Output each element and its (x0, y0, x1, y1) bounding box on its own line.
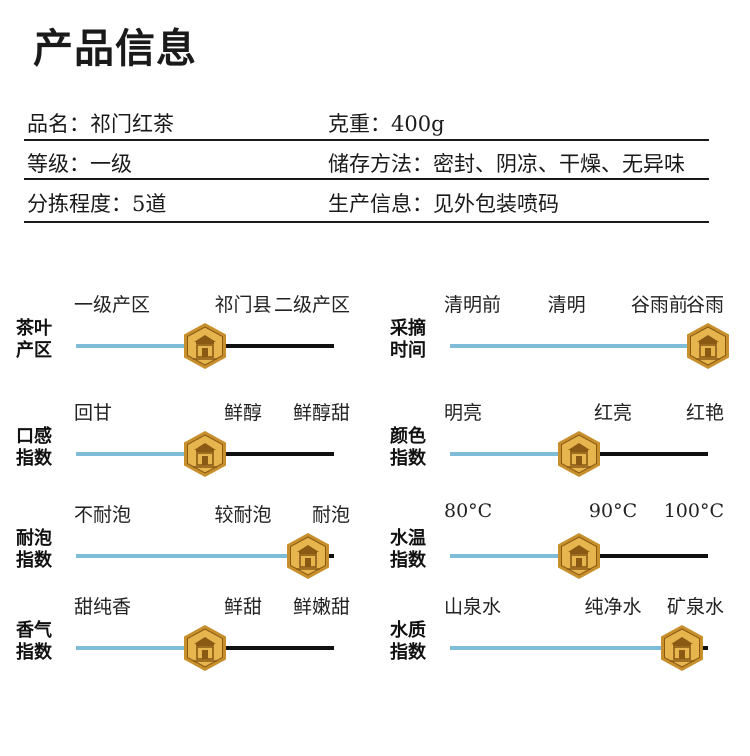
indicator-label: 耐泡指数 (16, 528, 52, 571)
tea-house-hexagon-icon (285, 532, 331, 580)
indicator-7: 香气指数甜纯香 鲜甜 鲜嫩甜 (16, 592, 350, 692)
indicator-track-filled (76, 554, 309, 558)
indicator-option: 鲜甜 (223, 596, 263, 618)
indicator-track-rest (205, 646, 334, 650)
indicator-label: 颜色指数 (390, 426, 426, 469)
indicator-1: 茶叶产区一级产区 祁门县二级产区 (16, 290, 350, 390)
indicator-label: 口感指数 (16, 426, 52, 469)
divider (24, 178, 709, 180)
indicator-track-filled (450, 452, 579, 456)
indicator-8: 水质指数山泉水 纯净水 矿泉水 (390, 592, 724, 692)
production-info: 生产信息：见外包装喷码 (328, 192, 559, 216)
indicator-option: 较耐泡 (214, 504, 272, 526)
indicator-option: 山泉水 (444, 596, 502, 618)
product-name: 品名：祁门红茶 (27, 112, 174, 136)
indicator-option: 纯净水 (584, 596, 642, 618)
info-row-1: 品名：祁门红茶 克重：400g (0, 106, 750, 138)
tea-house-hexagon-icon (556, 430, 602, 478)
product-weight: 克重：400g (328, 112, 445, 136)
indicator-track-rest (205, 452, 334, 456)
indicator-option: 明亮 (444, 402, 483, 424)
indicator-option: 清明前 (444, 294, 502, 316)
indicator-option: 红亮 (593, 402, 633, 424)
indicator-track-filled (450, 646, 683, 650)
indicator-option: 一级产区 (74, 294, 151, 316)
sorting-level: 分拣程度：5道 (27, 192, 167, 216)
indicator-option: 100°C (663, 500, 724, 522)
indicator-option: 80°C (444, 500, 493, 522)
indicator-track-filled (450, 554, 579, 558)
indicator-option: 甜纯香 (74, 596, 132, 618)
indicator-option: 红艳 (685, 402, 724, 424)
indicator-2: 采摘时间清明前 清明 谷雨前谷雨 (390, 290, 729, 390)
indicator-option: 回甘 (74, 402, 113, 424)
indicator-option: 鲜醇甜 (292, 402, 350, 424)
indicator-option: 鲜醇 (223, 402, 263, 424)
indicator-label: 采摘时间 (390, 318, 426, 361)
indicator-track-rest (205, 344, 334, 348)
indicator-5: 耐泡指数不耐泡 较耐泡 耐泡 (16, 500, 350, 600)
tea-house-hexagon-icon (182, 430, 228, 478)
indicator-track-filled (76, 452, 205, 456)
tea-house-hexagon-icon (556, 532, 602, 580)
tea-house-hexagon-icon (182, 322, 228, 370)
tea-house-hexagon-icon (182, 624, 228, 672)
indicator-option: 谷雨前 (630, 294, 688, 316)
divider (24, 139, 709, 141)
indicator-option: 清明 (547, 294, 586, 316)
indicator-option: 谷雨 (685, 294, 724, 316)
indicator-6: 水温指数 80°C 90°C 100°C (390, 500, 724, 600)
indicator-option: 矿泉水 (666, 596, 724, 618)
indicator-track-rest (579, 554, 708, 558)
indicator-option: 不耐泡 (74, 504, 132, 526)
divider (24, 221, 709, 223)
info-row-3: 分拣程度：5道 生产信息：见外包装喷码 (0, 186, 750, 218)
indicator-option: 祁门县 (214, 294, 272, 316)
tea-house-hexagon-icon (685, 322, 731, 370)
indicator-track-filled (450, 344, 708, 348)
indicator-label: 茶叶产区 (16, 318, 52, 361)
indicator-label: 水质指数 (390, 620, 426, 663)
page-title: 产品信息 (33, 25, 197, 72)
indicator-option: 耐泡 (311, 504, 350, 526)
indicator-label: 香气指数 (16, 620, 52, 663)
indicator-option: 二级产区 (273, 294, 350, 316)
indicator-4: 颜色指数明亮 红亮 红艳 (390, 398, 724, 498)
indicator-track-filled (76, 344, 205, 348)
indicator-option: 90°C (588, 500, 638, 522)
indicator-3: 口感指数回甘 鲜醇 鲜醇甜 (16, 398, 350, 498)
indicator-label: 水温指数 (390, 528, 426, 571)
indicator-track-filled (76, 646, 205, 650)
indicator-option: 鲜嫩甜 (292, 596, 350, 618)
info-row-2: 等级：一级 储存方法：密封、阴凉、干燥、无异味 (0, 146, 750, 178)
indicator-track-rest (579, 452, 708, 456)
storage-method: 储存方法：密封、阴凉、干燥、无异味 (328, 152, 685, 176)
product-grade: 等级：一级 (27, 152, 132, 176)
tea-house-hexagon-icon (659, 624, 705, 672)
